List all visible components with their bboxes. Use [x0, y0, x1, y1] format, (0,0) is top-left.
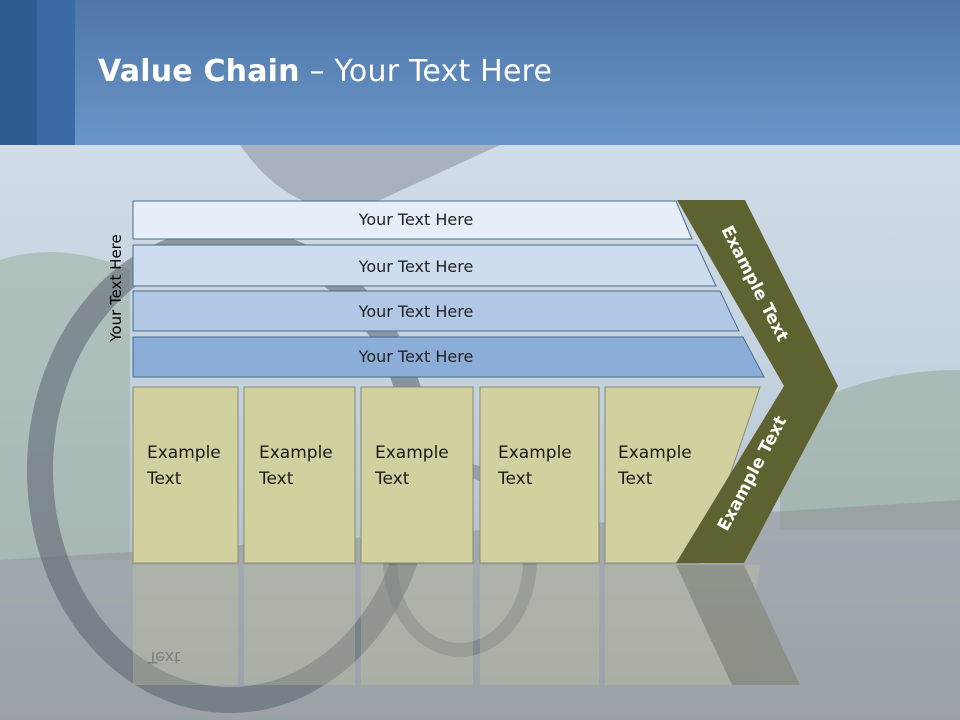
- band-1-label: Your Text Here: [358, 210, 474, 229]
- box-4-line1: Example: [498, 443, 572, 463]
- box-3-line2: Text: [375, 469, 410, 489]
- band-2: [132, 244, 717, 287]
- box-5-text: Example Text: [618, 440, 692, 492]
- band-1: [132, 200, 693, 240]
- band-4: [132, 336, 765, 378]
- diagram-reflection: Text: [133, 565, 800, 685]
- box-4-line2: Text: [498, 469, 533, 489]
- header-bar: Value Chain – Your Text Here: [0, 0, 960, 145]
- box-5-line2: Text: [618, 469, 653, 489]
- box-3: [360, 386, 474, 564]
- band-3: [132, 290, 740, 332]
- band-2-label: Your Text Here: [358, 257, 474, 276]
- svg-text:Text: Text: [147, 648, 180, 667]
- box-2-line2: Text: [259, 469, 294, 489]
- box-3-text: Example Text: [375, 440, 449, 492]
- box-4-text: Example Text: [498, 440, 572, 492]
- slide-title-bold: Value Chain: [98, 54, 300, 89]
- box-5-line1: Example: [618, 443, 692, 463]
- box-1-line2: Text: [147, 469, 182, 489]
- header-accent-light: [37, 0, 75, 145]
- band-3-label: Your Text Here: [358, 302, 474, 321]
- box-1-text: Example Text: [147, 440, 221, 492]
- slide-title-rest: – Your Text Here: [299, 54, 553, 89]
- box-2-line1: Example: [259, 443, 333, 463]
- box-2-text: Example Text: [259, 440, 333, 492]
- box-2: [243, 386, 356, 564]
- box-4: [479, 386, 600, 564]
- header-accent-dark: [0, 0, 37, 145]
- slide-title: Value Chain – Your Text Here: [98, 54, 552, 89]
- box-1-line1: Example: [147, 443, 221, 463]
- band-4-label: Your Text Here: [358, 347, 474, 366]
- chevron-upper: [677, 200, 838, 386]
- box-1: [132, 386, 239, 564]
- box-3-line1: Example: [375, 443, 449, 463]
- chevron-lower: [676, 386, 838, 563]
